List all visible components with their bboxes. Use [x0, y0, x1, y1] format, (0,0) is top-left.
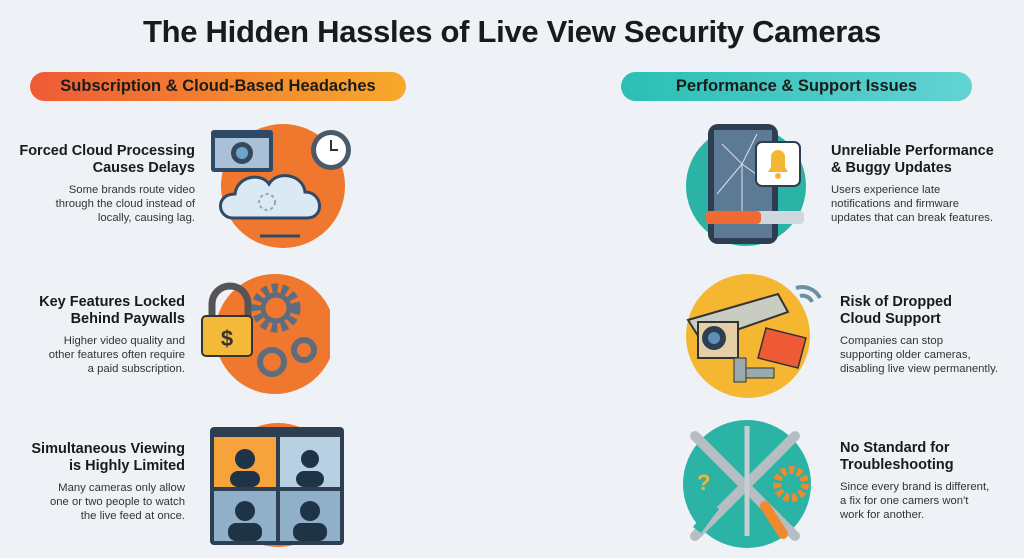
hassle-item-cloud-delays: Forced Cloud Processing Causes Delays So… [0, 143, 195, 225]
item-title: Key Features Locked Behind Paywalls [39, 294, 185, 327]
item-title: Unreliable Performance & Buggy Updates [831, 143, 994, 176]
page-title: The Hidden Hassles of Live View Security… [143, 14, 881, 49]
video-grid-viewers-icon [210, 423, 344, 547]
security-camera-tag-icon [686, 274, 822, 398]
svg-text:$: $ [221, 326, 233, 351]
item-title: Risk of Dropped Cloud Support [840, 294, 952, 327]
hassle-item-troubleshooting: No Standard for Troubleshooting Since ev… [840, 440, 1024, 522]
item-description: Higher video quality and other features … [48, 335, 185, 375]
paywall-lock-gears-icon: $ [201, 274, 330, 394]
cloud-processing-icon [211, 124, 351, 248]
item-description: Companies can stop supporting older came… [840, 335, 999, 375]
tools-icon: ? [683, 420, 811, 548]
svg-text:?: ? [697, 470, 710, 495]
item-description: Many cameras only allow one or two peopl… [49, 482, 185, 522]
section-header-performance: Performance & Support Issues [621, 72, 972, 101]
item-description: Users experience late notifications and … [831, 184, 994, 224]
hassle-item-simultaneous-viewing: Simultaneous Viewing is Highly Limited M… [0, 441, 185, 523]
item-description: Since every brand is different, a fix fo… [840, 481, 990, 521]
hassle-item-dropped-support: Risk of Dropped Cloud Support Companies … [840, 294, 1024, 376]
hassle-item-buggy-updates: Unreliable Performance & Buggy Updates U… [831, 143, 1021, 225]
item-title: No Standard for Troubleshooting [840, 440, 954, 473]
hassle-item-paywalls: Key Features Locked Behind Paywalls High… [0, 294, 185, 376]
broken-phone-bell-icon [686, 124, 806, 246]
item-description: Some brands route video through the clou… [55, 184, 195, 224]
item-title: Simultaneous Viewing is Highly Limited [31, 441, 185, 474]
item-title: Forced Cloud Processing Causes Delays [19, 143, 195, 176]
section-header-subscription: Subscription & Cloud-Based Headaches [30, 72, 406, 101]
